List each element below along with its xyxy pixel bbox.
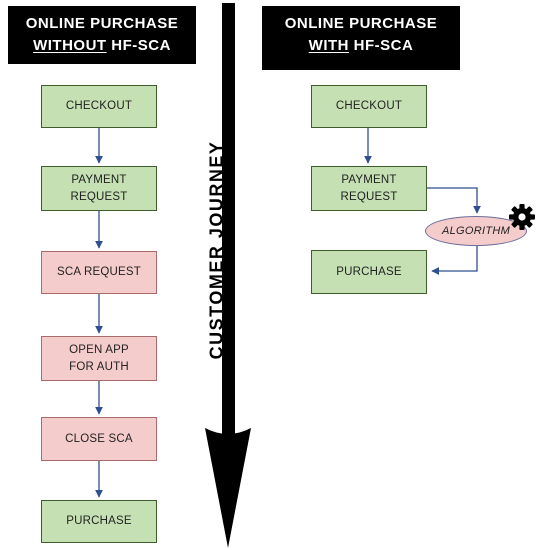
- journey-arrow-head: [205, 428, 251, 548]
- right-step-purchase: PURCHASE: [311, 250, 427, 294]
- right-step-checkout: CHECKOUT: [311, 85, 427, 128]
- right-step-checkout-label: CHECKOUT: [335, 100, 403, 112]
- header-with-line2: WITH HF-SCA: [262, 35, 460, 57]
- left-step-sca-request-label: SCA REQUEST: [57, 266, 141, 278]
- header-without-line1: ONLINE PURCHASE: [25, 15, 179, 32]
- left-step-checkout: CHECKOUT: [41, 85, 157, 128]
- left-step-sca-request: SCA REQUEST: [41, 251, 157, 294]
- left-step-payment-request-label: PAYMENT REQUEST: [70, 173, 128, 203]
- right-step-purchase-label: PURCHASE: [336, 265, 402, 278]
- left-step-close-sca-label: CLOSE SCA: [65, 432, 133, 445]
- left-step-purchase-label: PURCHASE: [66, 515, 132, 527]
- algorithm-node: ALGORITHM: [425, 216, 527, 246]
- header-without-rest: HF-SCA: [106, 37, 171, 54]
- gear-icon: [509, 204, 535, 230]
- connector-algorithm-to-purchase: [431, 246, 478, 275]
- algorithm-label: ALGORITHM: [441, 225, 511, 237]
- customer-journey-label: CUSTOMER JOURNEY: [207, 120, 227, 380]
- left-step-open-app-label: OPEN APP FOR AUTH: [69, 343, 129, 373]
- right-step-payment-request-label: PAYMENT REQUEST: [340, 173, 398, 203]
- header-without-emph: WITHOUT: [33, 37, 107, 54]
- header-with-hf-sca: ONLINE PURCHASE WITH HF-SCA: [262, 6, 460, 70]
- header-without-hf-sca: ONLINE PURCHASE WITHOUT HF-SCA: [8, 6, 196, 64]
- left-step-close-sca: CLOSE SCA: [41, 417, 157, 461]
- left-step-checkout-label: CHECKOUT: [65, 100, 133, 112]
- header-without-line2: WITHOUT HF-SCA: [8, 35, 196, 57]
- header-with-line1: ONLINE PURCHASE: [284, 15, 438, 32]
- header-with-emph: WITH: [308, 37, 349, 54]
- connector-right-to-algorithm: [427, 187, 481, 214]
- customer-journey-text: CUSTOMER JOURNEY: [206, 140, 227, 360]
- header-with-rest: HF-SCA: [349, 37, 414, 54]
- left-step-payment-request: PAYMENT REQUEST: [41, 166, 157, 211]
- right-step-payment-request: PAYMENT REQUEST: [311, 166, 427, 211]
- left-step-purchase: PURCHASE: [41, 500, 157, 543]
- left-step-open-app: OPEN APP FOR AUTH: [41, 336, 157, 381]
- journey-arrow-shaft: [222, 3, 235, 441]
